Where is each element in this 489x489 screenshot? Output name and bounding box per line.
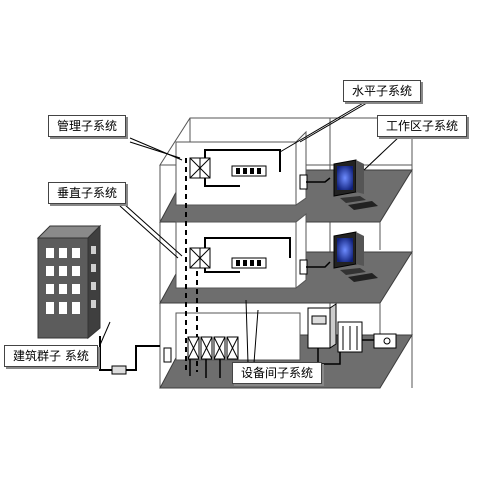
patch-panel-icon xyxy=(189,157,201,179)
work-area-subsystem-label: 工作区子系统 xyxy=(377,115,468,137)
wall-outlet-icon xyxy=(299,174,308,190)
building-group-subsystem-label: 建筑群子 系统 xyxy=(4,345,98,367)
floor-3-computer-icon xyxy=(333,159,378,210)
equipment-room-subsystem-label: 设备间子系统 xyxy=(232,362,323,384)
floor-2-equipment xyxy=(189,237,331,275)
modem-icon xyxy=(373,333,397,349)
floor-2-computer-icon xyxy=(333,231,378,282)
callout-leaders xyxy=(99,99,401,364)
campus-cable xyxy=(99,336,172,375)
floor-3-equipment xyxy=(189,149,331,190)
server-cabinet-icon xyxy=(307,307,331,349)
management-subsystem-label: 管理子系统 xyxy=(48,115,127,137)
equipment-room xyxy=(187,303,397,378)
vertical-subsystem-label: 垂直子系统 xyxy=(48,182,127,204)
hub-icon xyxy=(231,165,267,177)
campus-building-icon xyxy=(36,224,102,340)
horizontal-subsystem-label: 水平子系统 xyxy=(343,80,422,102)
